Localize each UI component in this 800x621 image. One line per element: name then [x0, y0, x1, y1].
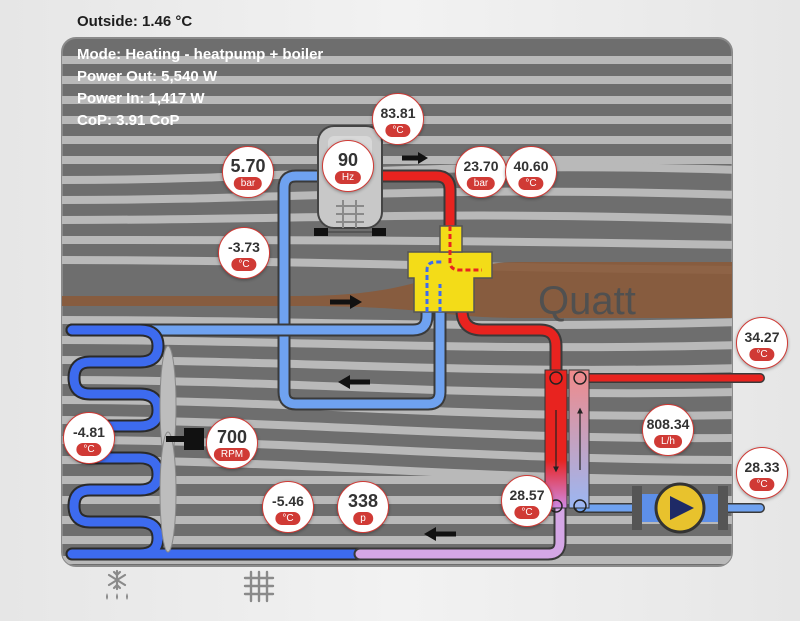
sensor-unit: °C	[76, 443, 102, 456]
mode-text: Mode: Heating - heatpump + boiler	[77, 46, 324, 63]
cop-text: CoP: 3.91 CoP	[77, 112, 180, 129]
fan	[159, 345, 204, 553]
sensor-value: 90	[337, 150, 359, 170]
power-in-text: Power In: 1,417 W	[77, 90, 205, 107]
circulation-pump	[632, 482, 728, 534]
sensor-value: 28.57	[509, 487, 545, 503]
sensor-unit: °C	[385, 124, 411, 137]
condenser-temperature-sensor[interactable]: 40.60 °C	[505, 146, 557, 198]
power-out-text: Power Out: 5,540 W	[77, 68, 218, 85]
sensor-unit: RPM	[213, 448, 251, 461]
sensor-value: 40.60	[513, 158, 549, 174]
coil-temperature-sensor[interactable]: -4.81 °C	[63, 412, 115, 464]
four-way-valve	[407, 225, 493, 313]
plate-heat-exchanger	[544, 369, 590, 513]
suction-temperature-sensor[interactable]: -3.73 °C	[218, 227, 270, 279]
suction-pressure-sensor[interactable]: 5.70 bar	[222, 146, 274, 198]
discharge-pressure-sensor[interactable]: 23.70 bar	[455, 146, 507, 198]
sensor-unit: bar	[466, 177, 496, 190]
sensor-unit: °C	[514, 506, 540, 519]
sensor-unit: °C	[275, 512, 301, 525]
sensor-unit: p	[353, 512, 373, 525]
supply-temperature-sensor[interactable]: 34.27 °C	[736, 317, 788, 369]
sensor-value: -3.73	[228, 239, 260, 255]
brand-logo: Quatt	[538, 279, 636, 323]
sensor-value: 700	[216, 427, 248, 447]
heat-exchanger-temperature-sensor[interactable]: 28.57 °C	[501, 475, 553, 527]
expansion-valve-position[interactable]: 338 p	[337, 481, 389, 533]
sensor-unit: L/h	[654, 435, 682, 448]
sensor-value: 338	[347, 491, 379, 511]
compressor-frequency-sensor[interactable]: 90 Hz	[322, 140, 374, 192]
return-temperature-sensor[interactable]: 28.33 °C	[736, 447, 788, 499]
outside-temperature: Outside: 1.46 °C	[77, 13, 193, 30]
sensor-value: -4.81	[73, 424, 105, 440]
sensor-value: -5.46	[272, 493, 304, 509]
system-info: Mode: Heating - heatpump + boiler Power …	[77, 44, 323, 132]
evaporator-temperature-sensor[interactable]: -5.46 °C	[262, 481, 314, 533]
defrost-icon	[106, 569, 128, 600]
sensor-unit: bar	[233, 177, 263, 190]
sensor-value: 23.70	[463, 158, 499, 174]
sensor-value: 83.81	[380, 105, 416, 121]
sensor-value: 28.33	[744, 459, 780, 475]
sensor-value: 5.70	[230, 156, 266, 176]
heat-exchanger-icon	[243, 570, 275, 603]
sensor-value: 34.27	[744, 329, 780, 345]
flow-rate-sensor[interactable]: 808.34 L/h	[642, 404, 694, 456]
sensor-unit: °C	[518, 177, 544, 190]
sensor-unit: °C	[231, 258, 257, 271]
sensor-unit: °C	[749, 478, 775, 491]
flow-arrows	[330, 152, 456, 541]
discharge-temperature-sensor[interactable]: 83.81 °C	[372, 93, 424, 145]
fan-speed-sensor[interactable]: 700 RPM	[206, 417, 258, 469]
sensor-value: 808.34	[646, 416, 690, 432]
sensor-unit: Hz	[334, 171, 362, 184]
sensor-unit: °C	[749, 348, 775, 361]
